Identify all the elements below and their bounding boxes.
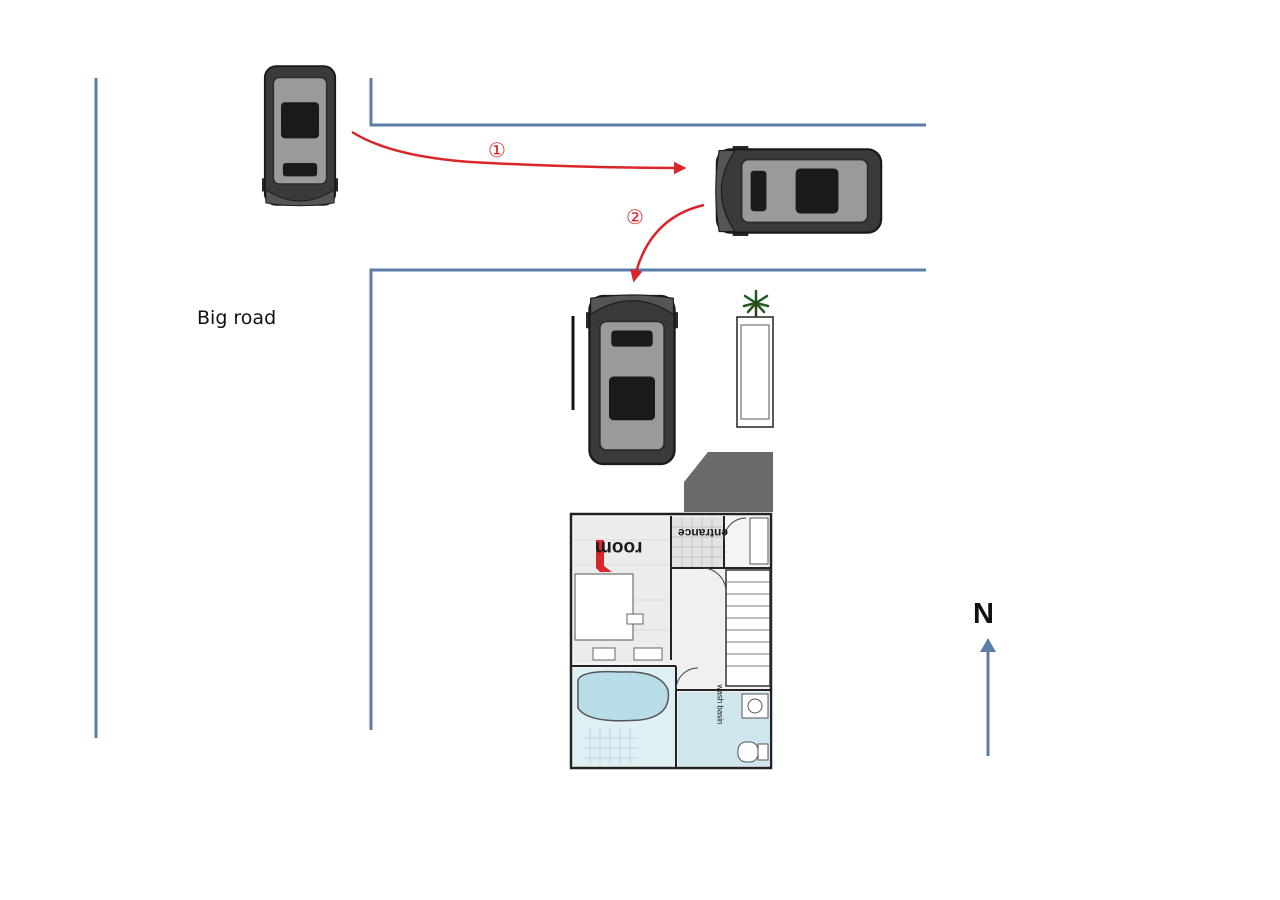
north-arrow-icon [980, 638, 996, 756]
route-arrow-1 [351, 130, 687, 175]
car-icon [262, 65, 338, 207]
side-street-south-edge [369, 268, 926, 730]
entrance-area [672, 517, 724, 567]
palm-plant-icon [742, 289, 770, 318]
wash-basin-label: wash basin [715, 684, 725, 725]
big-road-label: Big road [197, 307, 277, 329]
planter [736, 316, 774, 428]
room-label: room [595, 537, 643, 558]
side-street-north-edge [369, 78, 926, 127]
route-step-2-label: ② [626, 205, 644, 229]
road-lines [94, 78, 926, 738]
bed [574, 573, 634, 641]
stairs [725, 569, 771, 687]
car-icon [714, 146, 883, 236]
north-label: N [973, 598, 994, 630]
route-step-1-label: ① [488, 138, 506, 162]
floor-plan [569, 452, 773, 770]
car-icon [586, 293, 678, 466]
bathtub [577, 670, 670, 722]
route-arrow-2 [630, 203, 705, 283]
room-number-mark [596, 540, 612, 572]
entrance-canopy [684, 452, 773, 512]
entrance-label: entrance [678, 526, 729, 540]
